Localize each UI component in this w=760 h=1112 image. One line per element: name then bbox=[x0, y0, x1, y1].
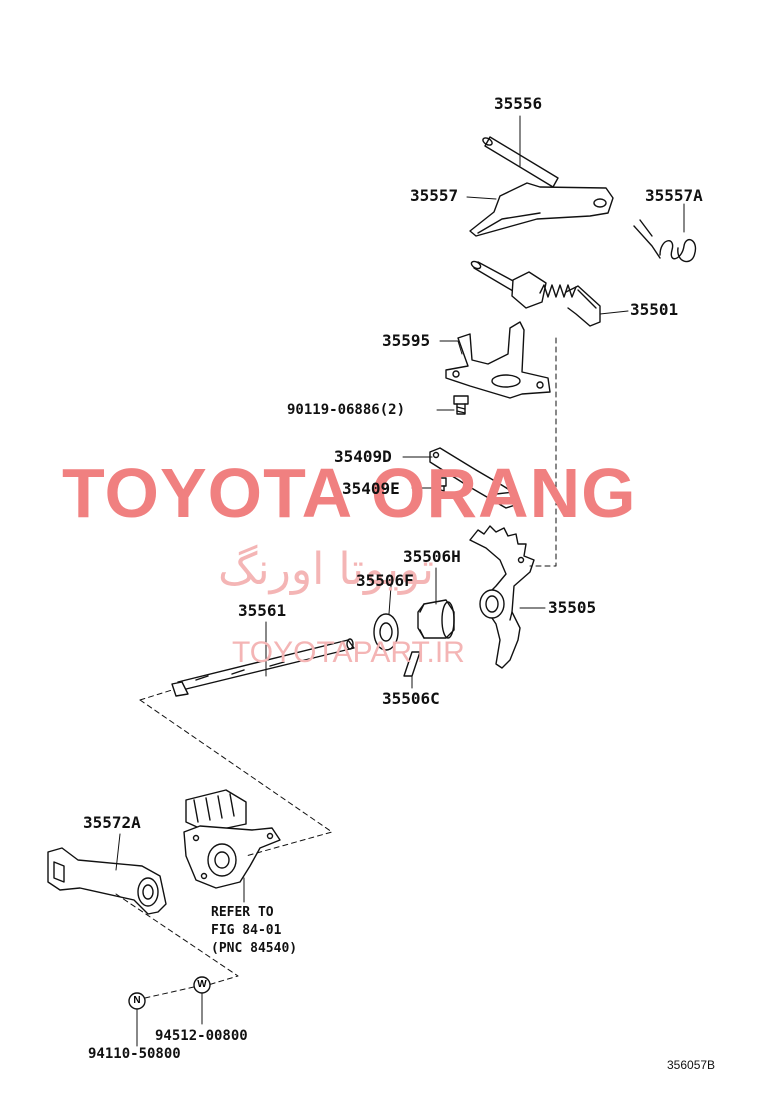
spring-35557A-part bbox=[633, 219, 697, 263]
leader-lines bbox=[115, 115, 685, 1047]
lever-35557-part bbox=[469, 182, 614, 237]
label-35409D: 35409D bbox=[334, 447, 392, 466]
label-90119: 90119-06886(2) bbox=[287, 402, 406, 418]
refer-note-line-1: REFER TO bbox=[211, 905, 274, 920]
sector-35505-part bbox=[469, 525, 535, 669]
rod-35501-part bbox=[470, 260, 601, 327]
label-35506H: 35506H bbox=[403, 547, 461, 566]
washer-35506F-part bbox=[373, 613, 399, 651]
label-35572A: 35572A bbox=[83, 813, 141, 832]
lever-35409D-part bbox=[429, 447, 519, 509]
bolt-90119-part bbox=[453, 395, 469, 415]
selector-assembly-part bbox=[183, 789, 281, 889]
label-35595: 35595 bbox=[382, 331, 431, 350]
refer-note: REFER TO FIG 84-01 (PNC 84540) bbox=[211, 904, 297, 958]
label-35557: 35557 bbox=[410, 186, 459, 205]
washer-mark-w: W bbox=[197, 979, 207, 990]
refer-note-line-2: FIG 84-01 bbox=[211, 923, 282, 938]
label-35409E: 35409E bbox=[342, 479, 400, 498]
label-35506F: 35506F bbox=[356, 571, 414, 590]
assembly-dashed-lines bbox=[115, 337, 557, 999]
bolt-35409E-part bbox=[435, 477, 447, 499]
label-94512: 94512-00800 bbox=[155, 1028, 248, 1044]
label-35557A: 35557A bbox=[645, 186, 703, 205]
label-35556: 35556 bbox=[494, 94, 543, 113]
refer-note-line-3: (PNC 84540) bbox=[211, 941, 298, 956]
label-94110: 94110-50800 bbox=[88, 1046, 181, 1062]
collar-35506H-part bbox=[417, 599, 455, 639]
watermark-url: TOYOTAPART.IR bbox=[232, 636, 465, 669]
watermark-main: TOYOTA ORANG bbox=[62, 454, 637, 532]
diagram-id: 356057B bbox=[667, 1058, 716, 1072]
bracket-35595-part bbox=[445, 321, 551, 399]
watermark-persian: تویوتا اورنگ bbox=[218, 544, 434, 595]
lever-35572A-part bbox=[47, 847, 167, 915]
label-35501: 35501 bbox=[630, 300, 679, 319]
label-35505: 35505 bbox=[548, 598, 597, 617]
label-35561: 35561 bbox=[238, 601, 287, 620]
nut-mark-n: N bbox=[133, 995, 141, 1006]
label-35506C: 35506C bbox=[382, 689, 440, 708]
